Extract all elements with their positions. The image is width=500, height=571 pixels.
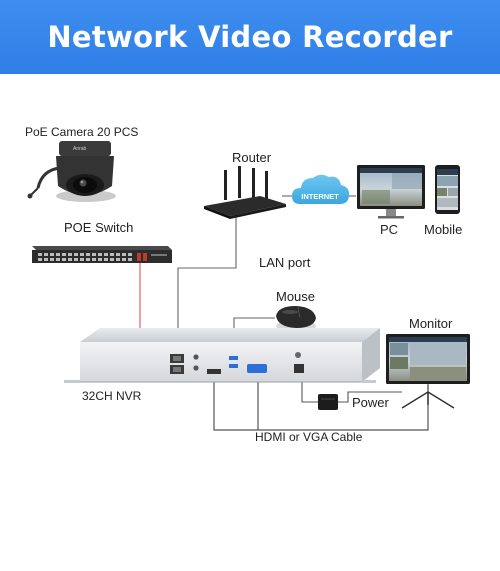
mobile-icon [435,165,460,214]
lan-port-label: LAN port [259,255,311,270]
poe-camera-icon [27,141,116,202]
power-adapter-icon [318,394,338,410]
internet-label: INTERNET [301,192,339,201]
pc-label: PC [380,222,399,237]
pc-icon [357,165,425,219]
page-title: Network Video Recorder [47,20,453,54]
poe-switch-icon [32,246,172,263]
mobile-label: Mobile [424,222,463,237]
camera-label: PoE Camera 20 PCS [25,125,139,139]
monitor-label: Monitor [409,316,453,331]
camera-brand-text: Anrab [73,146,87,152]
monitor-icon [386,334,470,409]
title-banner: Network Video Recorder [0,0,500,74]
internet-cloud-icon [292,174,350,204]
nvr-device-icon [64,328,380,383]
lan-link-line [177,212,237,356]
power-label: Power [352,395,389,410]
switch-label: POE Switch [64,220,134,235]
cable-label: HDMI or VGA Cable [255,430,363,444]
router-icon [204,166,286,219]
mouse-label: Mouse [276,289,316,304]
nvr-label: 32CH NVR [82,389,142,403]
router-label: Router [232,150,272,165]
video-cable-line [213,374,429,431]
